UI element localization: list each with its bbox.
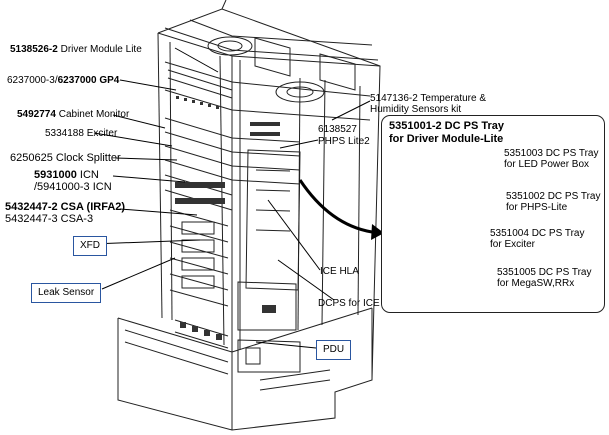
inset-item-line1: 5351004 DC PS Tray	[490, 228, 585, 239]
label-csa-line2: 5432447-3 CSA-3	[5, 213, 94, 225]
label-temp-humidity-line1: 5147136-2 Temperature &	[370, 93, 487, 104]
inset-item-line1: 5351003 DC PS Tray	[504, 148, 599, 159]
inset-title-line2: for Driver Module-Lite	[389, 133, 504, 145]
label-cabinet-monitor: 5492774 Cabinet Monitor	[17, 109, 129, 120]
xfd-box: XFD	[73, 236, 107, 256]
leak-sensor-box: Leak Sensor	[31, 283, 102, 303]
inset-item: 5351002 DC PS Tray for PHPS-Lite	[506, 191, 601, 213]
label-driver-module-code: 5138526-2	[10, 44, 58, 55]
label-driver-module: 5138526-2 Driver Module Lite	[10, 44, 142, 55]
label-exciter-code: 5334188	[45, 128, 84, 139]
label-temp-humidity: 5147136-2 Temperature & Humidity Sensors…	[370, 93, 486, 115]
label-cabinet-monitor-text: Cabinet Monitor	[58, 109, 130, 120]
inset-item-line2: for PHPS-Lite	[506, 202, 568, 213]
label-dcps-ice: DCPS for ICE	[318, 298, 380, 309]
label-exciter-text: Exciter	[86, 128, 118, 139]
label-icn-line2: /5941000-3 ICN	[34, 181, 112, 193]
label-csa-text: CSA (IRFA2)	[60, 201, 126, 213]
label-gp4: 6237000-3/6237000 GP4	[7, 75, 119, 86]
label-temp-humidity-line2: Humidity Sensors kit	[370, 104, 462, 115]
label-phps-line2: PHPS Lite2	[318, 136, 370, 147]
label-icn-text: ICN	[79, 169, 99, 181]
inset-title: 5351001-2 DC PS Tray for Driver Module-L…	[389, 120, 504, 146]
leak-sensor-box-label: Leak Sensor	[38, 287, 95, 298]
xfd-box-label: XFD	[80, 240, 100, 251]
inset-title-line1: 5351001-2 DC PS Tray	[389, 120, 504, 132]
label-csa-code: 5432447-2	[5, 201, 58, 213]
inset-item-line1: 5351002 DC PS Tray	[506, 191, 601, 202]
inset-item-line2: for LED Power Box	[504, 159, 590, 170]
label-driver-module-text: Driver Module Lite	[60, 44, 142, 55]
pdu-box: PDU	[316, 340, 352, 360]
label-clock-splitter-code: 6250625	[10, 152, 53, 164]
inset-item: 5351003 DC PS Tray for LED Power Box	[504, 148, 599, 170]
label-gp4-code-a: 6237000-3/	[7, 75, 58, 86]
label-clock-splitter-text: Clock Splitter	[55, 152, 121, 164]
inset-item-line2: for Exciter	[490, 239, 536, 250]
label-cabinet-monitor-code: 5492774	[17, 109, 56, 120]
label-phps: 6138527 PHPS Lite2	[318, 124, 370, 148]
dc-ps-tray-inset	[381, 115, 605, 313]
label-ice-hla: ICE HLA	[320, 266, 359, 277]
label-csa: 5432447-2 CSA (IRFA2) 5432447-3 CSA-3	[5, 201, 125, 225]
inset-item: 5351005 DC PS Tray for MegaSW,RRx	[497, 267, 592, 289]
pdu-box-label: PDU	[323, 344, 345, 355]
inset-item: 5351004 DC PS Tray for Exciter	[490, 228, 585, 250]
label-phps-line1: 6138527	[318, 124, 357, 135]
inset-item-line1: 5351005 DC PS Tray	[497, 267, 592, 278]
label-icn-code: 5931000	[34, 169, 77, 181]
label-exciter: 5334188 Exciter	[45, 128, 117, 139]
label-gp4-code-b: 6237000 GP4	[57, 75, 120, 86]
label-icn: 5931000 ICN /5941000-3 ICN	[34, 169, 112, 193]
inset-item-line2: for MegaSW,RRx	[497, 278, 575, 289]
label-clock-splitter: 6250625 Clock Splitter	[10, 153, 121, 164]
